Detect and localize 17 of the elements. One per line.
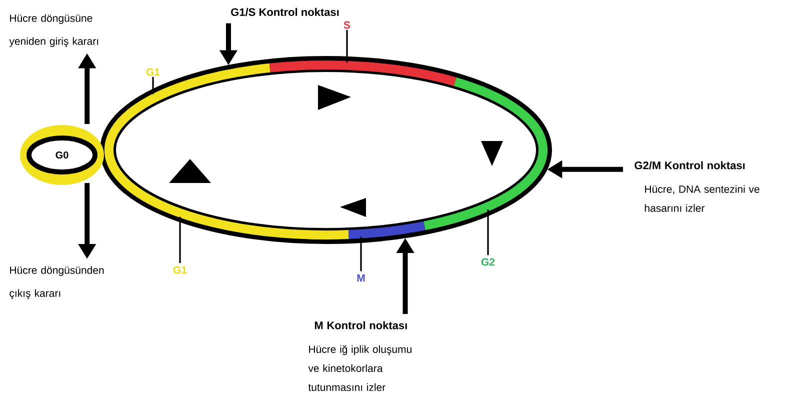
cell-cycle-ring	[100, 56, 552, 244]
phase-label: G1	[146, 68, 160, 76]
phase-label: G1	[173, 266, 187, 274]
phase-label: S	[344, 21, 350, 29]
leader-line	[179, 216, 181, 264]
phase-label: M	[357, 274, 365, 282]
leader-line	[346, 30, 348, 62]
decision-text: Hücre döngüsüne yeniden giriş kararı	[9, 14, 98, 48]
phase-label: G2	[481, 258, 495, 266]
checkpoint-label: G2/M Kontrol noktası Hücre, DNA sentezini ve hasarını izler	[634, 161, 760, 212]
leader-line	[360, 236, 362, 272]
leader-line	[487, 210, 489, 256]
checkpoint-label: M Kontrol noktası Hücre iğ iplik oluşumu ve kinetokorlara tutunmasını izler	[308, 321, 412, 392]
g0-oval: G0	[20, 125, 104, 185]
decision-text: Hücre döngüsünden çıkış kararı	[10, 266, 104, 300]
checkpoint-label: G1/S Kontrol noktası	[231, 8, 339, 16]
leader-line	[152, 76, 154, 94]
